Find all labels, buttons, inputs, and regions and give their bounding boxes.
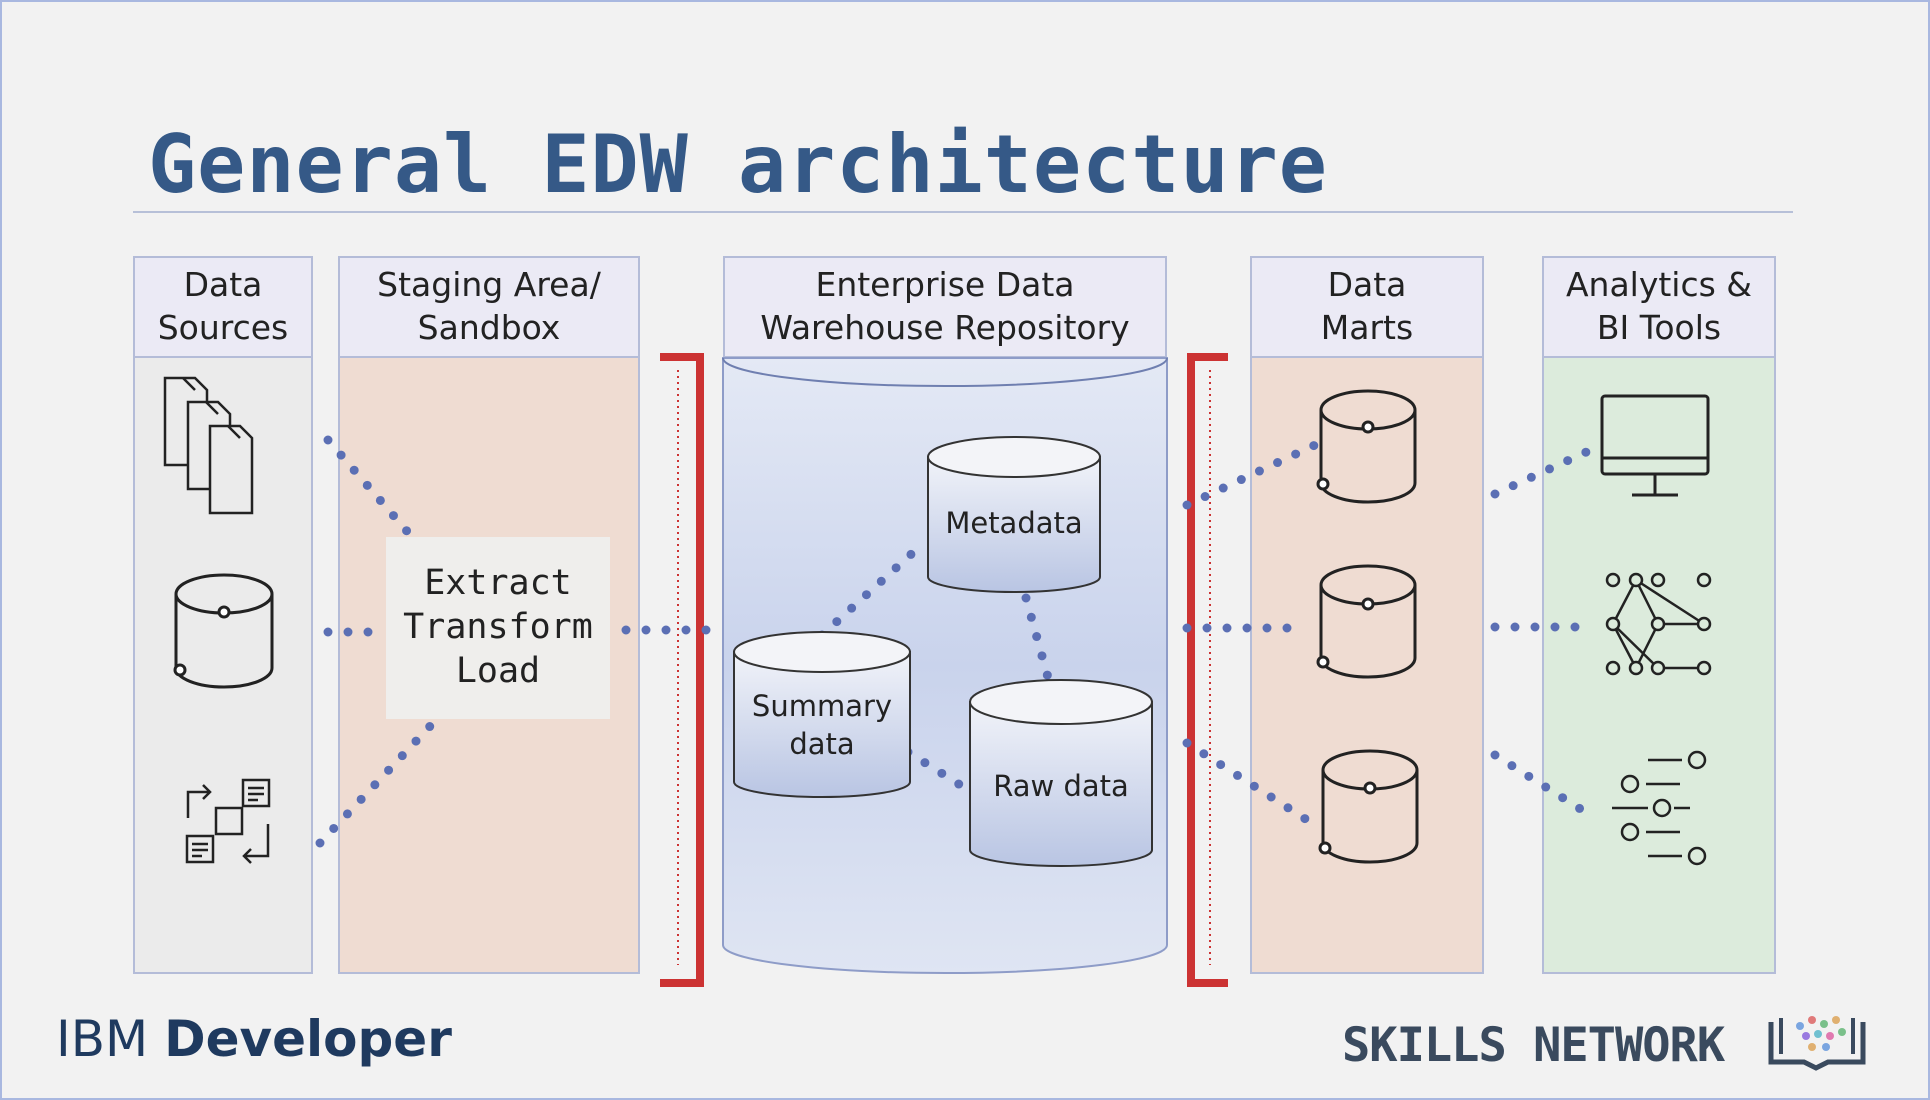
dotted-connectors [315, 435, 1600, 848]
header-staging-line2: Sandbox [417, 308, 561, 347]
header-edw-line1: Enterprise Data [815, 265, 1075, 305]
ibm-text: IBM [56, 1010, 165, 1068]
summary-data-line2: data [789, 726, 855, 761]
raw-data-cylinder [969, 679, 1153, 867]
connector-flow-etl [315, 717, 439, 848]
header-staging-line1: Staging Area/ [377, 265, 601, 305]
staging-barrier [660, 353, 704, 987]
header-data-sources-line2: Sources [157, 308, 289, 347]
header-data-marts-line2: Marts [1320, 308, 1414, 347]
database-icon [173, 573, 274, 689]
header-analytics-line1: Analytics & [1565, 265, 1753, 305]
sliders-icon [1612, 750, 1707, 866]
header-edw: Enterprise Data Warehouse Repository [723, 256, 1167, 358]
skills-network-logo-icon [1768, 1016, 1866, 1071]
raw-data-label: Raw data [993, 769, 1129, 803]
connector-metadata-raw [1021, 593, 1057, 697]
slide-title: General EDW architecture [148, 118, 1328, 211]
skills-network-text: SKILLS NETWORK [1342, 1018, 1725, 1073]
connector-mart1-monitor [1490, 443, 1600, 499]
header-analytics: Analytics & BI Tools [1542, 256, 1776, 358]
etl-transform: Transform [403, 607, 593, 648]
header-data-marts: Data Marts [1250, 256, 1484, 358]
etl-extract: Extract [424, 563, 572, 604]
metadata-cylinder [927, 436, 1101, 593]
data-mart-1-icon [1316, 389, 1417, 504]
summary-data-line1: Summary [751, 689, 893, 723]
summary-data-cylinder [733, 631, 911, 798]
data-mart-2-icon [1316, 564, 1417, 679]
developer-text: Developer [164, 1010, 452, 1068]
connector-summary-metadata [817, 543, 923, 640]
metadata-label: Metadata [945, 506, 1083, 540]
header-edw-line2: Warehouse Repository [760, 308, 1130, 347]
header-data-sources-line1: Data [183, 265, 263, 305]
header-data-sources: Data Sources [133, 256, 313, 358]
connector-edw-mart3 [1182, 738, 1312, 825]
title-divider [133, 211, 1793, 213]
header-analytics-line2: BI Tools [1596, 308, 1722, 347]
monitor-icon [1600, 394, 1710, 497]
data-marts-panel [1250, 358, 1484, 974]
data-flow-icon [185, 778, 271, 864]
summary-data-label: Summary data [734, 688, 910, 763]
connector-edw-mart1 [1182, 440, 1320, 510]
ibm-developer-logo: IBM Developer [56, 1010, 452, 1068]
network-graph-icon [1605, 572, 1712, 676]
marts-barrier [1187, 353, 1228, 987]
etl-box: Extract Transform Load [386, 537, 610, 719]
header-staging: Staging Area/ Sandbox [338, 256, 640, 358]
connector-mart3-sliders [1490, 750, 1595, 820]
connector-files-etl [323, 435, 417, 542]
documents-icon [163, 376, 254, 515]
etl-load: Load [455, 650, 541, 691]
header-data-marts-line1: Data [1327, 265, 1407, 305]
data-mart-3-icon [1318, 749, 1419, 864]
